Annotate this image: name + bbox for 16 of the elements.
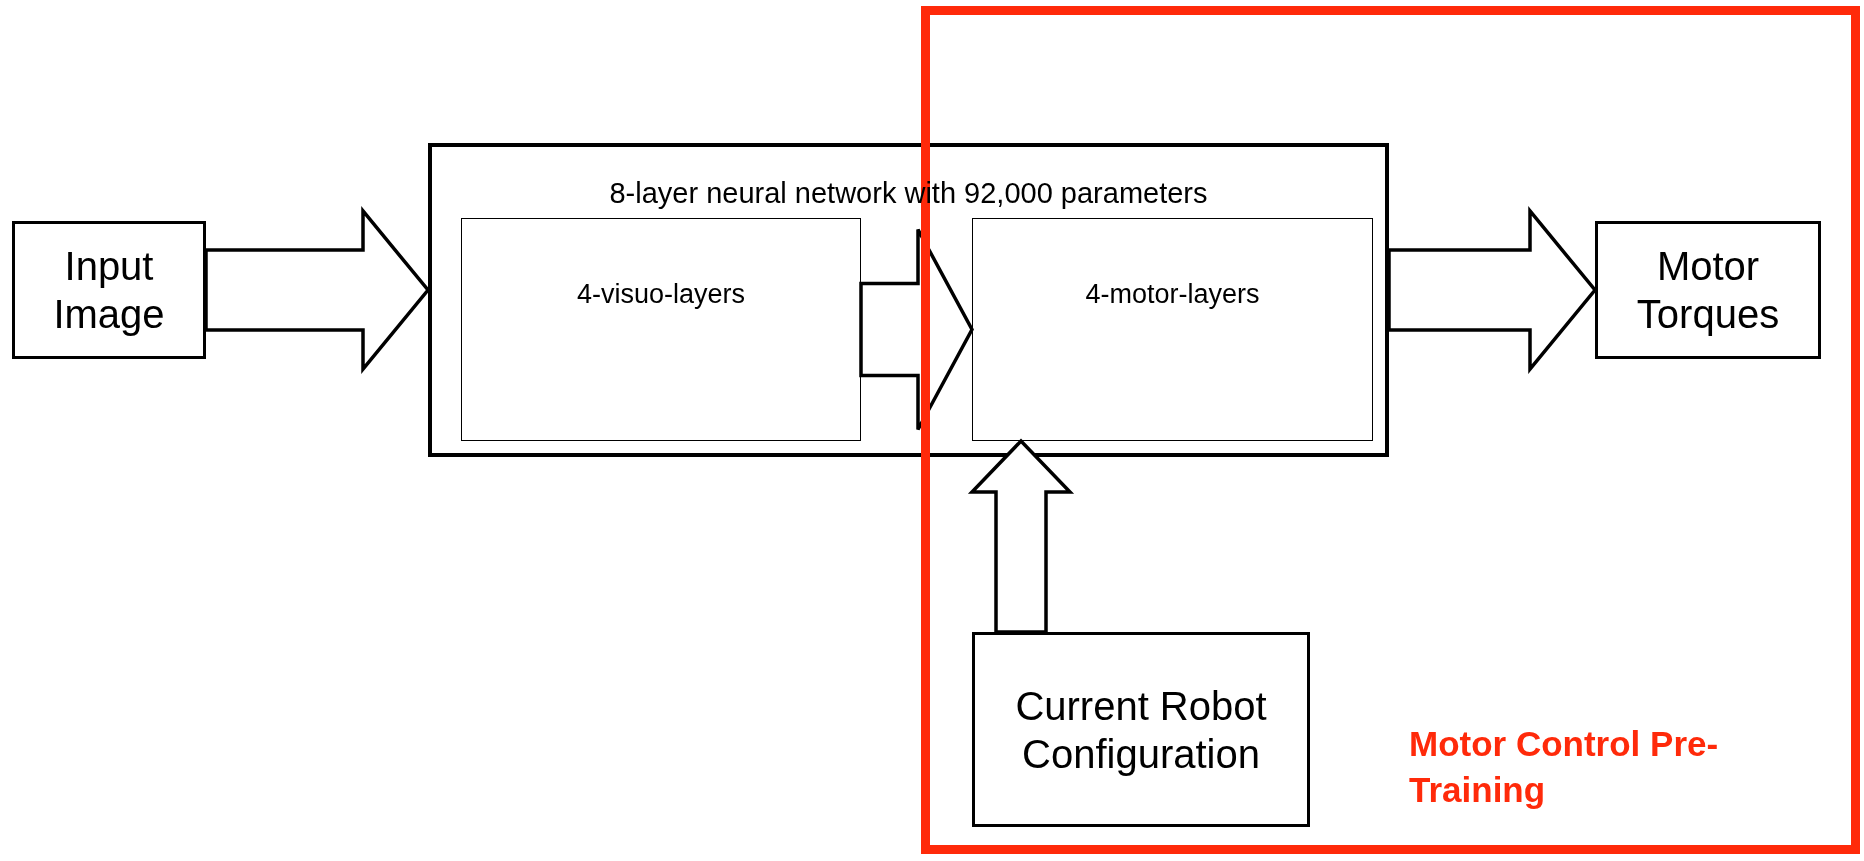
- layer-box: [972, 218, 1373, 441]
- box-label: Current Robot Configuration: [1014, 682, 1268, 778]
- network-box: [428, 143, 1389, 457]
- block-arrow: [859, 227, 974, 432]
- io-box: [1595, 221, 1821, 359]
- box-label: Input Image: [52, 243, 166, 338]
- block-arrow: [967, 438, 1075, 634]
- layer-label: 4-visuo-layers: [576, 279, 746, 310]
- layer-label: 4-motor-layers: [1085, 279, 1260, 310]
- box-label: Motor Torques: [1635, 243, 1781, 338]
- layer-box: [461, 218, 861, 441]
- io-box: [12, 221, 206, 359]
- io-box: [972, 632, 1310, 827]
- block-arrow: [204, 206, 431, 374]
- frame-label: Motor Control Pre-Training: [1409, 723, 1720, 811]
- block-arrow: [1387, 206, 1598, 374]
